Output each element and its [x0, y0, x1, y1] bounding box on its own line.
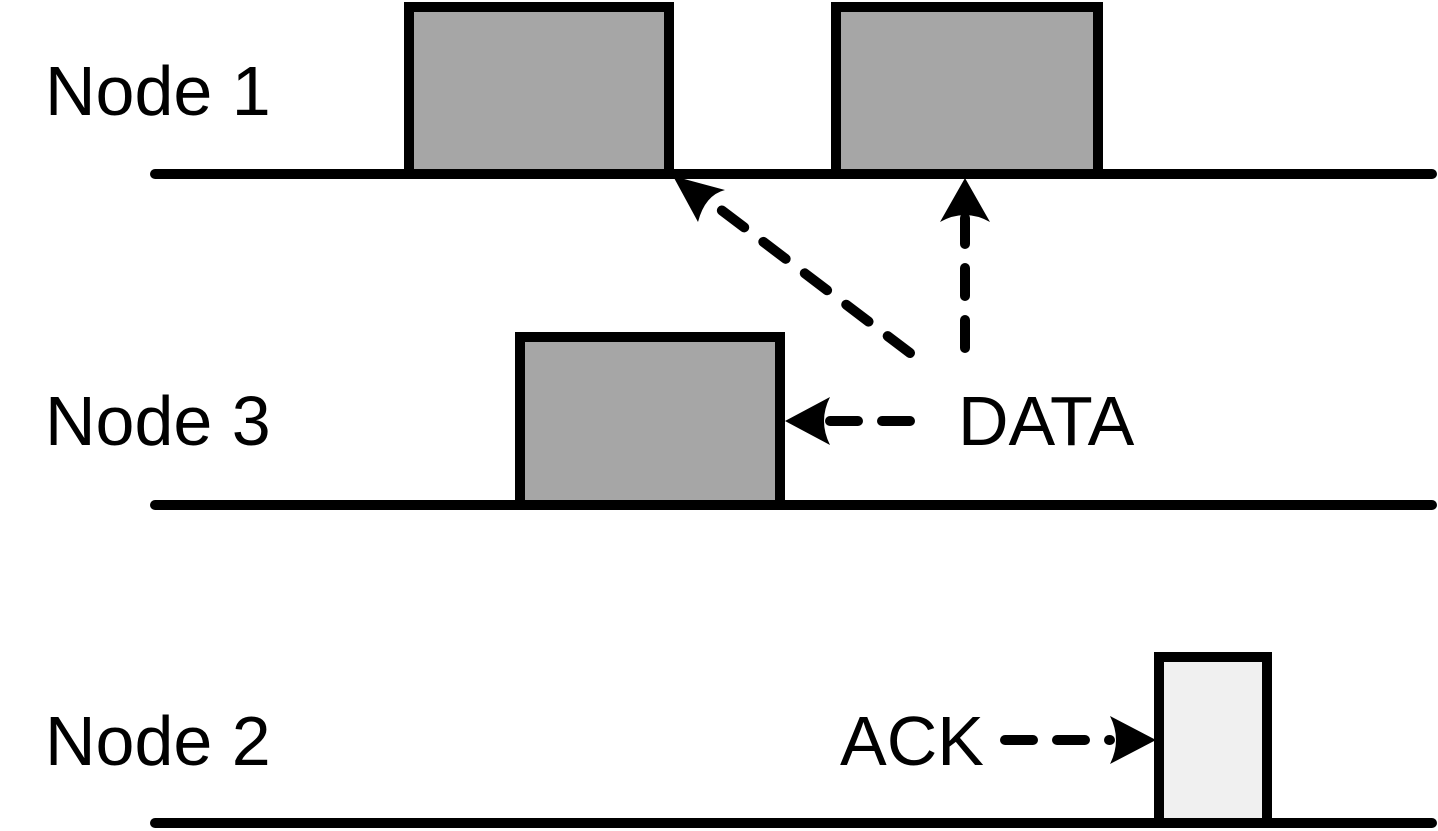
- node3-frame: [515, 332, 785, 510]
- ack-label: ACK: [840, 702, 984, 780]
- data-to-node1-frame1-arrow-line: [703, 195, 915, 358]
- node1-label: Node 1: [45, 52, 271, 130]
- data-to-node1-frame2-arrowhead: [940, 178, 990, 222]
- data-to-node3-arrowhead: [785, 397, 830, 445]
- node1-frame-1: [404, 2, 674, 179]
- data-to-node1-frame1-arrowhead: [673, 176, 725, 222]
- ack-to-node2-arrowhead: [1110, 716, 1156, 764]
- node2-ack-frame: [1154, 652, 1272, 828]
- node1-frame-2: [831, 2, 1103, 179]
- node3-label: Node 3: [45, 382, 271, 460]
- data-label: DATA: [958, 382, 1135, 460]
- node2-label: Node 2: [45, 702, 271, 780]
